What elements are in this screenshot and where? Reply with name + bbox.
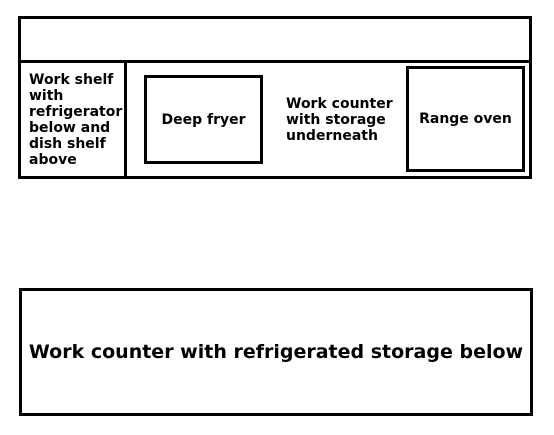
row-divider — [124, 62, 127, 177]
deep-fryer-label: Deep fryer — [161, 111, 246, 128]
work-shelf-label: Work shelf with refrigerator below and d… — [29, 72, 123, 168]
work-counter-storage-label: Work counter with storage underneath — [286, 96, 393, 144]
refrigerated-counter-box: Work counter with refrigerated storage b… — [19, 288, 533, 416]
range-oven-box: Range oven — [406, 66, 525, 172]
refrigerated-counter-label: Work counter with refrigerated storage b… — [28, 341, 524, 363]
range-oven-label: Range oven — [419, 111, 512, 127]
top-band-shelf — [18, 16, 532, 63]
deep-fryer-box: Deep fryer — [144, 75, 263, 164]
